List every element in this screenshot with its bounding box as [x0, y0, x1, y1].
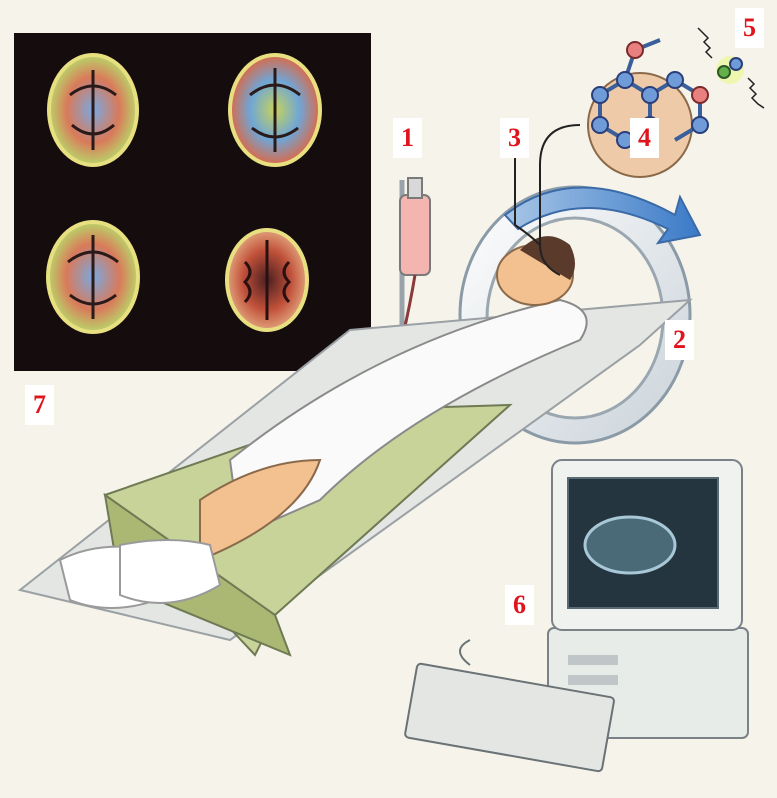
brain-slice-4	[227, 230, 307, 330]
brain-slice-1	[49, 55, 137, 165]
brain-slice-2	[230, 55, 320, 165]
label-3: 3	[500, 118, 529, 158]
label-2: 2	[665, 320, 694, 360]
label-5: 5	[735, 8, 764, 48]
label-4: 4	[630, 118, 659, 158]
label-7: 7	[25, 385, 54, 425]
label-1: 1	[393, 118, 422, 158]
brain-scan-panel	[14, 33, 371, 371]
label-6: 6	[505, 585, 534, 625]
brain-slice-3	[48, 222, 138, 332]
